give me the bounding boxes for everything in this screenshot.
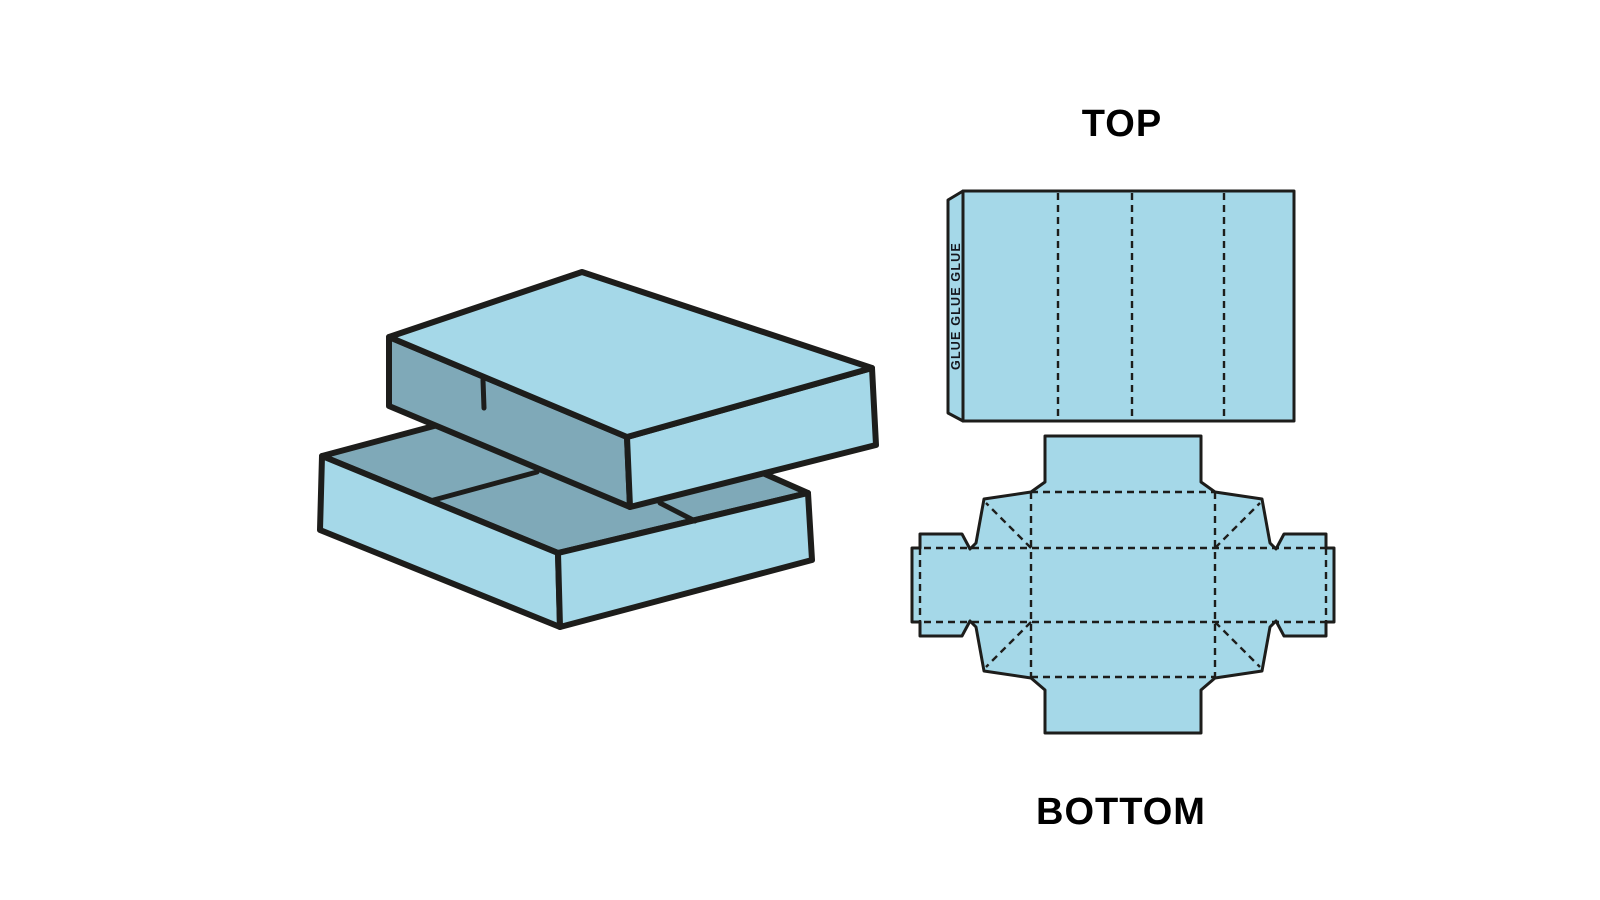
lid-top-face <box>386 269 875 440</box>
lid-inner-corner-crease <box>480 377 487 411</box>
top-dieline-panel <box>961 189 1296 423</box>
fold-gusset-bottom-right <box>1214 621 1261 668</box>
tray-rim-crease-left <box>427 469 540 504</box>
top-label: TOP <box>1082 103 1162 145</box>
tray-front-right-face <box>555 490 815 630</box>
box-3d-illustration <box>317 269 879 630</box>
bottom-label: BOTTOM <box>1036 791 1206 833</box>
fold-gusset-bottom-left <box>985 621 1032 668</box>
bottom-dieline-outline <box>910 434 1336 735</box>
fold-gusset-top-right <box>1214 502 1261 549</box>
bottom-dieline-fold-lines <box>912 490 1334 679</box>
top-dieline: TOP GLUE GLUE GLUE <box>946 103 1296 423</box>
tray-rim-crease-right <box>657 500 698 524</box>
top-dieline-fold-lines <box>961 193 1226 419</box>
glue-strip-label: GLUE GLUE GLUE <box>949 242 963 370</box>
lid-3d <box>386 269 879 510</box>
bottom-dieline: BOTTOM <box>910 434 1336 833</box>
fold-gusset-top-left <box>985 502 1032 549</box>
